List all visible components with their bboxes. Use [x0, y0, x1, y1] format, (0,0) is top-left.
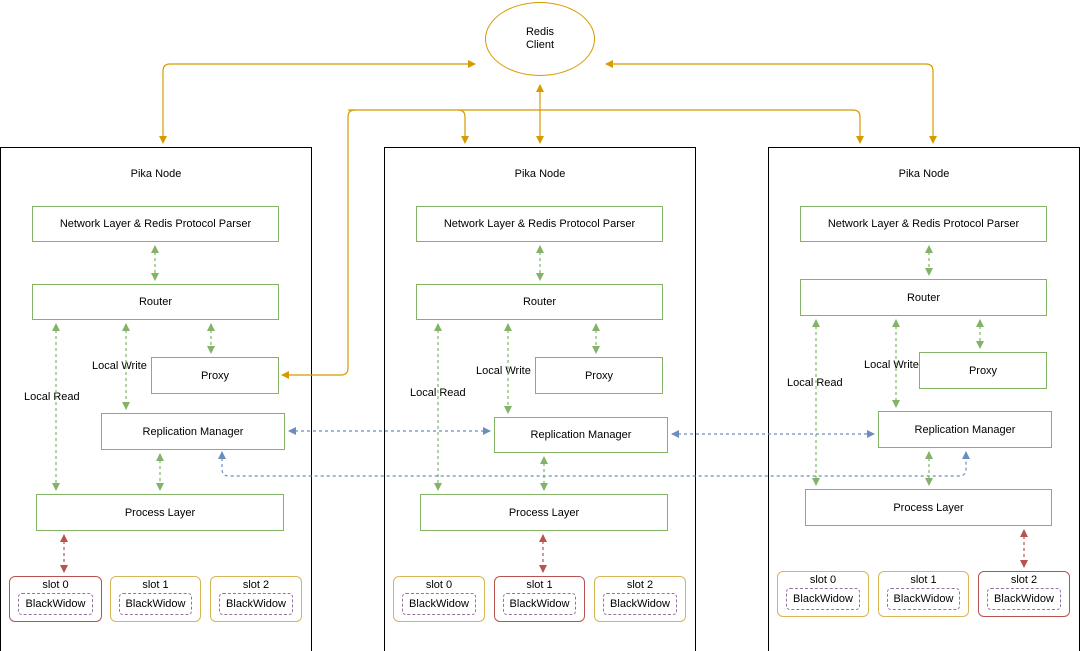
process-layer-3: Process Layer	[805, 489, 1052, 526]
bus-to-proxy1	[281, 109, 356, 379]
pika-node-1-title: Pika Node	[130, 168, 182, 180]
slot-2-2: slot 2 BlackWidow	[594, 576, 686, 622]
slot-label: slot 1	[910, 574, 937, 586]
blackwidow-engine: BlackWidow	[503, 593, 576, 615]
network-layer-2: Network Layer & Redis Protocol Parser	[416, 206, 663, 242]
proxy-3: Proxy	[919, 352, 1047, 389]
replication-manager-3: Replication Manager	[878, 411, 1052, 448]
slot-label: slot 1	[142, 579, 169, 591]
router-2: Router	[416, 284, 663, 320]
blackwidow-engine: BlackWidow	[219, 593, 293, 615]
slot-label: slot 0	[425, 579, 453, 591]
blackwidow-engine: BlackWidow	[786, 588, 860, 610]
local-write-label-1: Local Write	[92, 360, 147, 372]
blackwidow-engine: BlackWidow	[18, 593, 93, 615]
slot-label: slot 0	[809, 574, 837, 586]
network-layer-1: Network Layer & Redis Protocol Parser	[32, 206, 279, 242]
process-layer-2: Process Layer	[420, 494, 668, 531]
slot-1-1: slot 1 BlackWidow	[110, 576, 201, 622]
blackwidow-engine: BlackWidow	[119, 593, 192, 615]
network-layer-3: Network Layer & Redis Protocol Parser	[800, 206, 1047, 242]
blackwidow-engine: BlackWidow	[887, 588, 960, 610]
replication-manager-1: Replication Manager	[101, 413, 285, 450]
proxy-2: Proxy	[535, 357, 663, 394]
client-link-node3	[605, 60, 937, 144]
slot-2-0: slot 0 BlackWidow	[393, 576, 485, 622]
slot-label: slot 0	[42, 579, 69, 591]
slot-label: slot 2	[626, 579, 654, 591]
router-3: Router	[800, 279, 1047, 316]
slot-label: slot 1	[526, 579, 553, 591]
slot-3-1: slot 1 BlackWidow	[878, 571, 969, 617]
router-1: Router	[32, 284, 279, 320]
proxy-1: Proxy	[151, 357, 279, 394]
blackwidow-engine: BlackWidow	[603, 593, 677, 615]
slot-1-2: slot 2 BlackWidow	[210, 576, 302, 622]
slot-label: slot 2	[242, 579, 270, 591]
pika-node-2-title: Pika Node	[514, 168, 566, 180]
blackwidow-engine: BlackWidow	[402, 593, 476, 615]
slot-3-0: slot 0 BlackWidow	[777, 571, 869, 617]
repl-link-1-3	[218, 451, 970, 477]
client-link-node1	[159, 60, 476, 144]
local-write-label-3: Local Write	[864, 359, 919, 371]
bus-to-node2	[457, 109, 469, 144]
local-read-label-1: Local Read	[24, 391, 80, 403]
process-layer-1: Process Layer	[36, 494, 284, 531]
cluster-bus-line	[348, 109, 864, 144]
blackwidow-engine: BlackWidow	[987, 588, 1061, 610]
redis-client-line1: Redis	[525, 26, 555, 38]
slot-3-2: slot 2 BlackWidow	[978, 571, 1070, 617]
redis-client-line2: Client	[525, 39, 555, 51]
slot-1-0: slot 0 BlackWidow	[9, 576, 102, 622]
redis-client: Redis Client	[485, 2, 595, 76]
slot-label: slot 2	[1010, 574, 1038, 586]
pika-node-3-title: Pika Node	[898, 168, 950, 180]
slot-2-1: slot 1 BlackWidow	[494, 576, 585, 622]
local-write-label-2: Local Write	[476, 365, 531, 377]
